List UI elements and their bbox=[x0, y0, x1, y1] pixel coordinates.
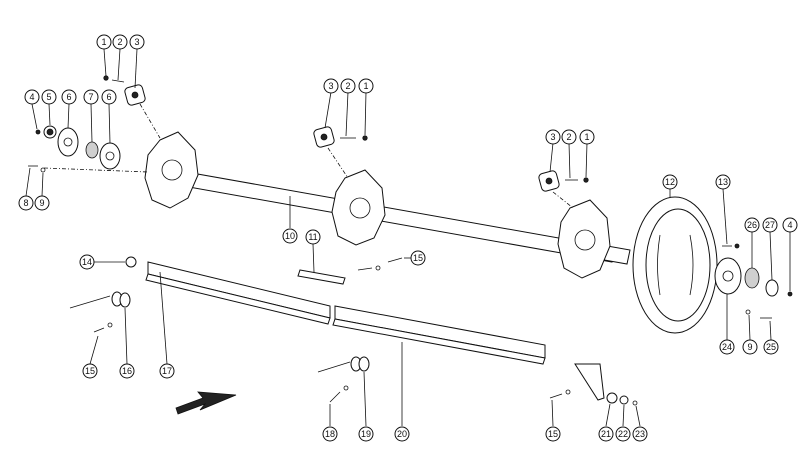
svg-text:6: 6 bbox=[66, 92, 71, 102]
callout: 1 bbox=[579, 129, 595, 145]
callout: 1 bbox=[358, 78, 374, 94]
svg-text:11: 11 bbox=[308, 232, 317, 242]
svg-text:9: 9 bbox=[747, 342, 752, 352]
svg-text:26: 26 bbox=[747, 220, 757, 230]
channel-beam-lower bbox=[332, 305, 546, 365]
svg-text:10: 10 bbox=[285, 231, 295, 241]
large-wheel bbox=[632, 196, 718, 334]
svg-text:6: 6 bbox=[106, 92, 111, 102]
callout: 23 bbox=[632, 426, 648, 442]
svg-text:17: 17 bbox=[162, 366, 172, 376]
svg-text:14: 14 bbox=[82, 257, 92, 267]
svg-text:2: 2 bbox=[345, 81, 350, 91]
svg-text:3: 3 bbox=[328, 81, 333, 91]
flange-middle bbox=[331, 169, 386, 246]
svg-text:15: 15 bbox=[548, 429, 558, 439]
svg-text:4: 4 bbox=[29, 92, 34, 102]
svg-text:4: 4 bbox=[787, 220, 792, 230]
svg-text:3: 3 bbox=[550, 132, 555, 142]
callout: 16 bbox=[119, 363, 135, 379]
svg-text:18: 18 bbox=[325, 429, 335, 439]
svg-text:2: 2 bbox=[566, 132, 571, 142]
callout: 2 bbox=[340, 78, 356, 94]
right-hub-stack bbox=[714, 243, 793, 319]
svg-text:15: 15 bbox=[85, 366, 95, 376]
callouts: 1 2 3 4 5 6 7 6 8 9 3 2 1 3 2 1 12 13 26… bbox=[18, 34, 798, 442]
svg-text:3: 3 bbox=[134, 37, 139, 47]
direction-arrow bbox=[175, 391, 237, 415]
callout: 9 bbox=[34, 195, 50, 211]
callout: 1 bbox=[96, 34, 112, 50]
callout: 2 bbox=[561, 129, 577, 145]
svg-text:2: 2 bbox=[117, 37, 122, 47]
svg-text:22: 22 bbox=[618, 429, 628, 439]
callout: 2 bbox=[112, 34, 128, 50]
svg-text:1: 1 bbox=[584, 132, 589, 142]
svg-text:7: 7 bbox=[88, 92, 93, 102]
callout: 17 bbox=[159, 363, 175, 379]
svg-text:20: 20 bbox=[397, 429, 407, 439]
svg-text:8: 8 bbox=[23, 198, 28, 208]
callout: 22 bbox=[615, 426, 631, 442]
flange-right bbox=[557, 199, 611, 279]
flange-left bbox=[144, 131, 199, 209]
callout: 7 bbox=[83, 89, 99, 105]
svg-text:19: 19 bbox=[361, 429, 371, 439]
callout: 9 bbox=[742, 339, 758, 355]
callout: 24 bbox=[719, 339, 735, 355]
callout: 13 bbox=[715, 174, 731, 190]
svg-text:12: 12 bbox=[665, 177, 675, 187]
callout: 15 bbox=[545, 426, 561, 442]
svg-text:9: 9 bbox=[39, 198, 44, 208]
spring-center bbox=[317, 356, 370, 403]
spring-left bbox=[69, 256, 137, 333]
callout: 3 bbox=[323, 78, 339, 94]
lever-assembly bbox=[549, 363, 638, 406]
bearing-housing-right bbox=[538, 170, 589, 209]
callout: 3 bbox=[545, 129, 561, 145]
callout: 25 bbox=[763, 339, 779, 355]
callout: 19 bbox=[358, 426, 374, 442]
svg-text:13: 13 bbox=[718, 177, 728, 187]
svg-text:15: 15 bbox=[413, 253, 423, 263]
svg-text:16: 16 bbox=[122, 366, 132, 376]
callout: 18 bbox=[322, 426, 338, 442]
callout: 4 bbox=[24, 89, 40, 105]
callout: 21 bbox=[598, 426, 614, 442]
callout: 11 bbox=[305, 229, 321, 245]
svg-text:1: 1 bbox=[101, 37, 106, 47]
svg-text:21: 21 bbox=[601, 429, 611, 439]
callout: 14 bbox=[79, 254, 95, 270]
coupling-bar bbox=[297, 257, 403, 285]
channel-beam-upper bbox=[145, 261, 331, 325]
callout: 3 bbox=[129, 34, 145, 50]
svg-text:24: 24 bbox=[722, 342, 732, 352]
bearing-housing-middle bbox=[313, 126, 368, 179]
callout: 10 bbox=[282, 228, 298, 244]
callout: 27 bbox=[762, 217, 778, 233]
leader-lines bbox=[25, 48, 791, 427]
callout: 4 bbox=[782, 217, 798, 233]
callout: 8 bbox=[18, 195, 34, 211]
bearing-housing-top-left bbox=[103, 75, 161, 139]
callout: 12 bbox=[662, 174, 678, 190]
svg-text:27: 27 bbox=[765, 220, 775, 230]
callout: 5 bbox=[41, 89, 57, 105]
svg-text:1: 1 bbox=[363, 81, 368, 91]
svg-text:25: 25 bbox=[766, 342, 776, 352]
callout: 20 bbox=[394, 426, 410, 442]
svg-text:23: 23 bbox=[635, 429, 645, 439]
left-end-bearing-stack bbox=[28, 125, 149, 173]
callout: 6 bbox=[61, 89, 77, 105]
svg-text:5: 5 bbox=[46, 92, 51, 102]
callout: 15 bbox=[82, 363, 98, 379]
callout: 26 bbox=[744, 217, 760, 233]
callout: 6 bbox=[101, 89, 117, 105]
callout: 15 bbox=[410, 250, 426, 266]
